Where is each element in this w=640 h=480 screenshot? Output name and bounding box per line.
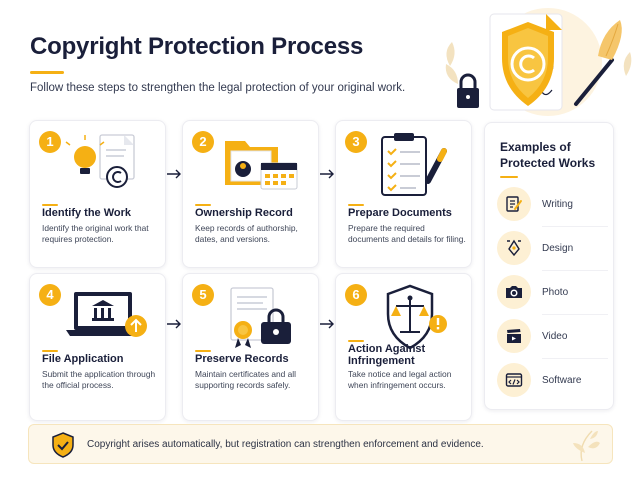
shield-check-icon: [52, 432, 74, 458]
example-item-photo: Photo: [497, 273, 608, 315]
step-title: Preserve Records: [195, 353, 289, 365]
shield-scales-icon: [386, 284, 447, 350]
step-title: Identify the Work: [42, 207, 132, 219]
card-divider: [195, 350, 211, 352]
step-description: Identify the original work that requires…: [42, 223, 149, 244]
step-number-badge: 6: [345, 284, 367, 306]
step-title: Prepare Documents: [348, 207, 452, 219]
example-item-video: Video: [497, 317, 608, 359]
step-description: Submit the application through the offic…: [42, 369, 156, 390]
footer-note: Copyright arises automatically, but regi…: [28, 424, 613, 464]
example-label: Writing: [542, 199, 573, 210]
laptop-upload-icon: [66, 292, 147, 337]
arrow-right-icon: [167, 319, 181, 329]
step-number-badge: 1: [39, 131, 61, 153]
card-divider: [348, 340, 364, 342]
step-title: Action Against Infringement: [348, 343, 426, 367]
step-number-badge: 5: [192, 284, 214, 306]
hero-shield-copyright-icon: [445, 8, 632, 116]
step-card-3[interactable]: 3 Prepare Documents Prepare the required…: [335, 120, 472, 268]
page-title: Copyright Protection Process: [30, 33, 364, 60]
page-subtitle: Follow these steps to strengthen the leg…: [30, 82, 406, 94]
step-card-4[interactable]: 4 File Application Submit the applicatio…: [29, 273, 166, 421]
examples-divider: [500, 176, 518, 178]
step-number-badge: 3: [345, 131, 367, 153]
step-number-badge: 2: [192, 131, 214, 153]
examples-title: Examples of Protected Works: [500, 140, 596, 170]
leaf-decoration-icon: [573, 430, 600, 462]
code-window-icon: [505, 373, 523, 387]
card-divider: [42, 204, 58, 206]
example-label: Video: [542, 331, 568, 342]
card-divider: [348, 204, 364, 206]
step-card-5[interactable]: 5 Preserve Records Maintain certificates…: [182, 273, 319, 421]
clipboard-checklist-icon: [381, 133, 447, 196]
example-item-writing: Writing: [497, 185, 608, 227]
certificate-lock-icon: [230, 287, 291, 348]
example-label: Photo: [542, 287, 569, 298]
arrow-right-icon: [167, 169, 181, 179]
camera-icon: [506, 286, 522, 298]
step-description: Maintain certificates and all supporting…: [195, 369, 297, 390]
card-divider: [195, 204, 211, 206]
arrow-right-icon: [320, 169, 334, 179]
card-divider: [42, 350, 58, 352]
clapperboard-icon: [507, 329, 521, 343]
folder-calendar-icon: [225, 141, 298, 190]
writing-icon: [506, 196, 522, 212]
example-label: Design: [542, 243, 574, 254]
pen-tool-icon: [507, 239, 521, 257]
arrow-right-icon: [320, 319, 334, 329]
step-description: Take notice and legal action when infrin…: [348, 369, 452, 390]
step-description: Prepare the required documents and detai…: [348, 223, 466, 244]
step-card-1[interactable]: 1 Identify the Work Identify the origina…: [29, 120, 166, 268]
lightbulb-document-icon: [65, 134, 135, 188]
step-description: Keep records of authorship, dates, and v…: [195, 223, 298, 244]
example-item-software: Software: [497, 361, 607, 401]
step-title: File Application: [42, 353, 124, 365]
step-card-2[interactable]: 2 Ownership Record Keep records of autho…: [182, 120, 319, 268]
step-number-badge: 4: [39, 284, 61, 306]
step-card-6[interactable]: 6 Action Against Infringement Take notic…: [335, 273, 472, 421]
footer-text: Copyright arises automatically, but regi…: [87, 439, 484, 450]
example-label: Software: [542, 375, 582, 386]
example-item-design: Design: [497, 229, 608, 271]
examples-panel: Examples of Protected Works Writing Desi…: [484, 122, 614, 410]
step-title: Ownership Record: [195, 207, 293, 219]
title-underline: [30, 71, 64, 74]
